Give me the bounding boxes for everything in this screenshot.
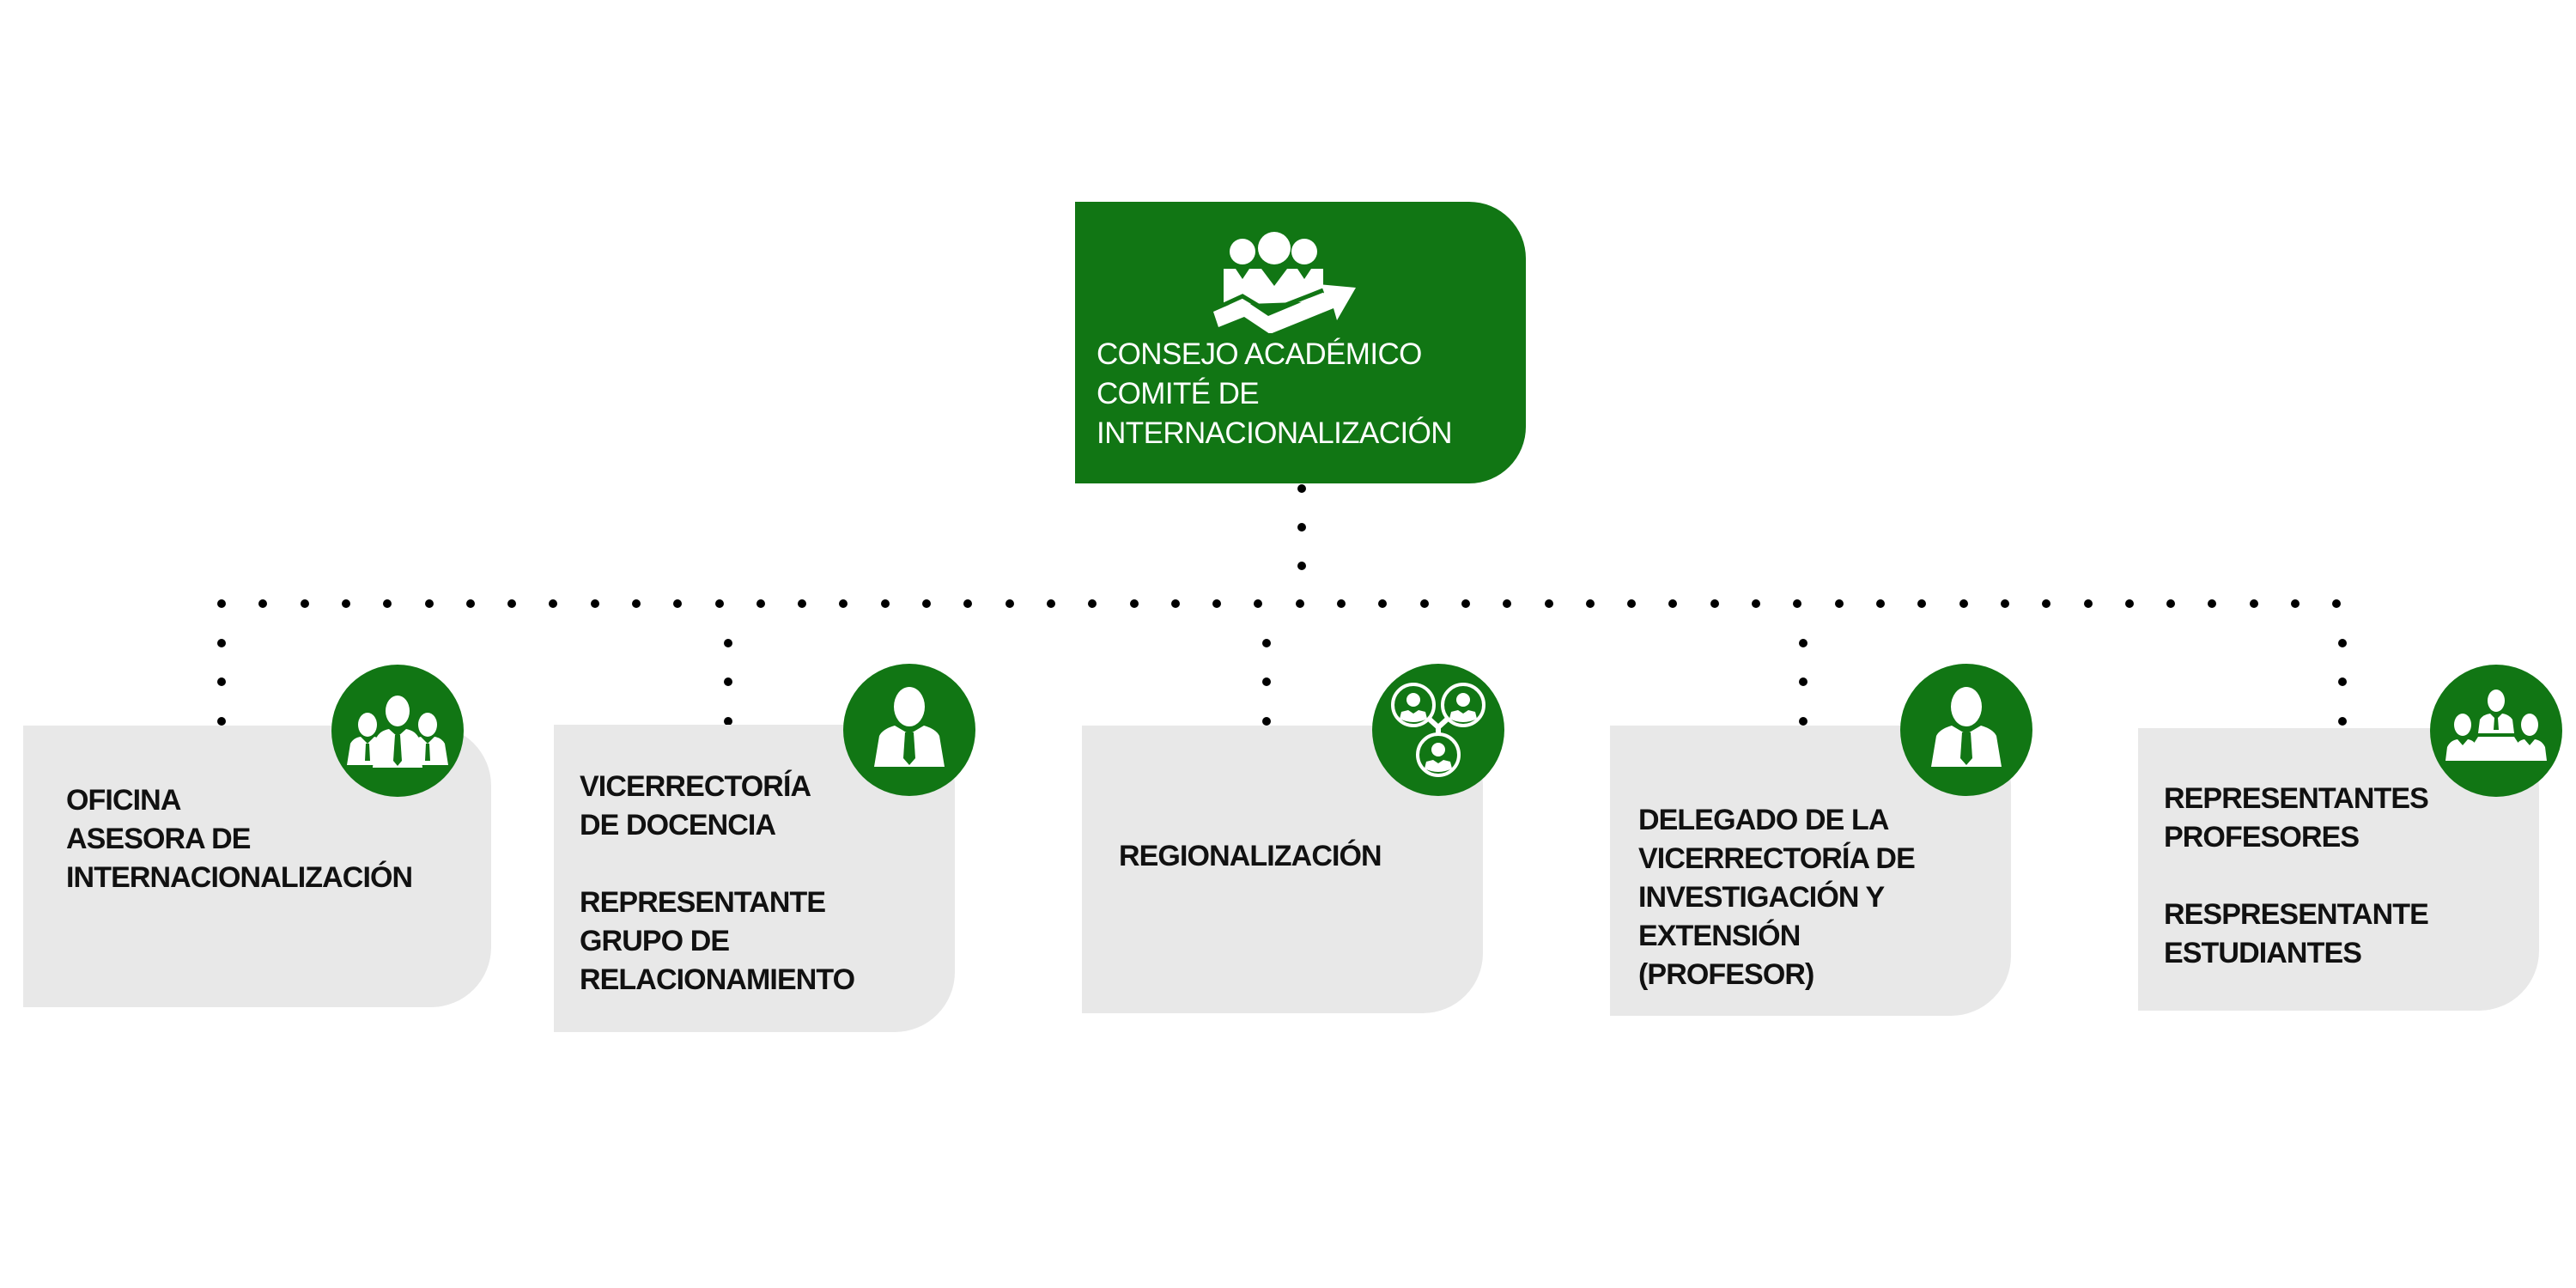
connector-dot-drop-1 xyxy=(724,639,732,647)
connector-dot-horizontal xyxy=(1917,599,1926,608)
connector-dot-horizontal xyxy=(2125,599,2134,608)
connector-dot-horizontal xyxy=(1378,599,1387,608)
connector-dot-horizontal xyxy=(1793,599,1801,608)
businessman-icon xyxy=(874,687,945,767)
node-text: DELEGADO DE LA VICERRECTORÍA DE INVESTIG… xyxy=(1638,804,1916,991)
connector-dot-drop-3 xyxy=(1799,677,1807,686)
connector-dot-horizontal xyxy=(549,599,557,608)
node-text: REGIONALIZACIÓN xyxy=(1119,840,1382,872)
connector-dot-horizontal xyxy=(2166,599,2175,608)
connector-dot-drop-0 xyxy=(217,639,226,647)
meeting-table-icon xyxy=(2445,690,2547,761)
connector-dot-horizontal xyxy=(1668,599,1677,608)
connector-dot-horizontal xyxy=(1503,599,1511,608)
node-badge xyxy=(1372,664,1504,796)
connector-dot-drop-4 xyxy=(2338,639,2347,647)
connector-dot-horizontal xyxy=(425,599,434,608)
connector-dot-horizontal xyxy=(922,599,931,608)
connector-dot-horizontal xyxy=(1130,599,1139,608)
connector-dot-horizontal xyxy=(2291,599,2300,608)
connector-dot-horizontal xyxy=(963,599,972,608)
connector-dot-horizontal xyxy=(1420,599,1429,608)
connector-dot-root-stem xyxy=(1297,484,1306,493)
connector-dot-root-stem xyxy=(1297,523,1306,532)
connector-dot-drop-0 xyxy=(217,717,226,726)
businessman-icon xyxy=(1931,687,2002,767)
connector-dot-horizontal xyxy=(2208,599,2216,608)
connector-dot-horizontal xyxy=(632,599,641,608)
connector-dot-horizontal xyxy=(756,599,765,608)
connector-dot-horizontal xyxy=(1545,599,1553,608)
connector-dot-horizontal xyxy=(301,599,309,608)
connector-dot-horizontal xyxy=(591,599,599,608)
connector-dot-horizontal xyxy=(2332,599,2341,608)
connector-dot-horizontal xyxy=(2250,599,2258,608)
connector-dot-horizontal xyxy=(2042,599,2050,608)
connector-dot-horizontal xyxy=(1752,599,1760,608)
connector-dot-drop-3 xyxy=(1799,717,1807,726)
connector-dot-horizontal xyxy=(1627,599,1636,608)
connector-dot-drop-3 xyxy=(1799,639,1807,647)
team-growth-icon xyxy=(1213,232,1356,333)
connector-dot-horizontal xyxy=(1005,599,1014,608)
connector-dot-horizontal xyxy=(1088,599,1097,608)
connector-dot-root-stem xyxy=(1297,562,1306,570)
root-node-title: CONSEJO ACADÉMICO COMITÉ DE INTERNACIONA… xyxy=(1097,337,1452,450)
connector-dot-horizontal xyxy=(1461,599,1470,608)
connector-dot-drop-1 xyxy=(724,677,732,686)
connector-dot-horizontal xyxy=(383,599,392,608)
connector-dot-horizontal xyxy=(1296,599,1304,608)
connector-dot-horizontal xyxy=(715,599,724,608)
connector-dot-horizontal xyxy=(1835,599,1844,608)
connector-dot-horizontal xyxy=(798,599,806,608)
connector-dot-horizontal xyxy=(1254,599,1262,608)
connector-dot-horizontal xyxy=(258,599,267,608)
connector-dot-horizontal xyxy=(466,599,475,608)
node-badge xyxy=(331,665,464,797)
node-text: REPRESENTANTES PROFESORES RESPRESENTANTE… xyxy=(2164,782,2429,969)
node-badge xyxy=(2430,665,2562,797)
group-of-people-icon xyxy=(347,696,448,768)
connector-dot-horizontal xyxy=(1171,599,1180,608)
connector-dot-drop-4 xyxy=(2338,677,2347,686)
connector-dot-horizontal xyxy=(1959,599,1968,608)
node-badge xyxy=(843,664,975,796)
connector-dot-drop-2 xyxy=(1262,639,1271,647)
node-representantes: REPRESENTANTES PROFESORES RESPRESENTANTE… xyxy=(2138,728,2539,1011)
root-node-consejo-academico: CONSEJO ACADÉMICO COMITÉ DE INTERNACIONA… xyxy=(1075,202,1526,483)
connector-dot-drop-2 xyxy=(1262,677,1271,686)
connector-dot-horizontal xyxy=(1710,599,1719,608)
connector-dot-horizontal xyxy=(881,599,890,608)
connector-dot-horizontal xyxy=(1337,599,1346,608)
user-network-icon xyxy=(1391,683,1485,777)
connector-dot-horizontal xyxy=(1212,599,1221,608)
connector-dot-horizontal xyxy=(1586,599,1595,608)
connector-dot-horizontal xyxy=(507,599,516,608)
connector-dot-drop-4 xyxy=(2338,717,2347,726)
connector-dot-horizontal xyxy=(1876,599,1885,608)
connector-dot-drop-2 xyxy=(1262,717,1271,726)
node-badge xyxy=(1900,664,2032,796)
connector-dot-drop-0 xyxy=(217,677,226,686)
connector-dot-horizontal xyxy=(2084,599,2093,608)
connector-dot-horizontal xyxy=(342,599,350,608)
connector-dot-horizontal xyxy=(1047,599,1055,608)
connector-dot-horizontal xyxy=(673,599,682,608)
connector-dot-horizontal xyxy=(217,599,226,608)
node-text: OFICINA ASESORA DE INTERNACIONALIZACIÓN xyxy=(66,784,413,894)
node-text: VICERRECTORÍA DE DOCENCIA REPRESENTANTE … xyxy=(580,770,855,996)
connector-dot-horizontal xyxy=(2001,599,2009,608)
connector-dot-horizontal xyxy=(839,599,848,608)
